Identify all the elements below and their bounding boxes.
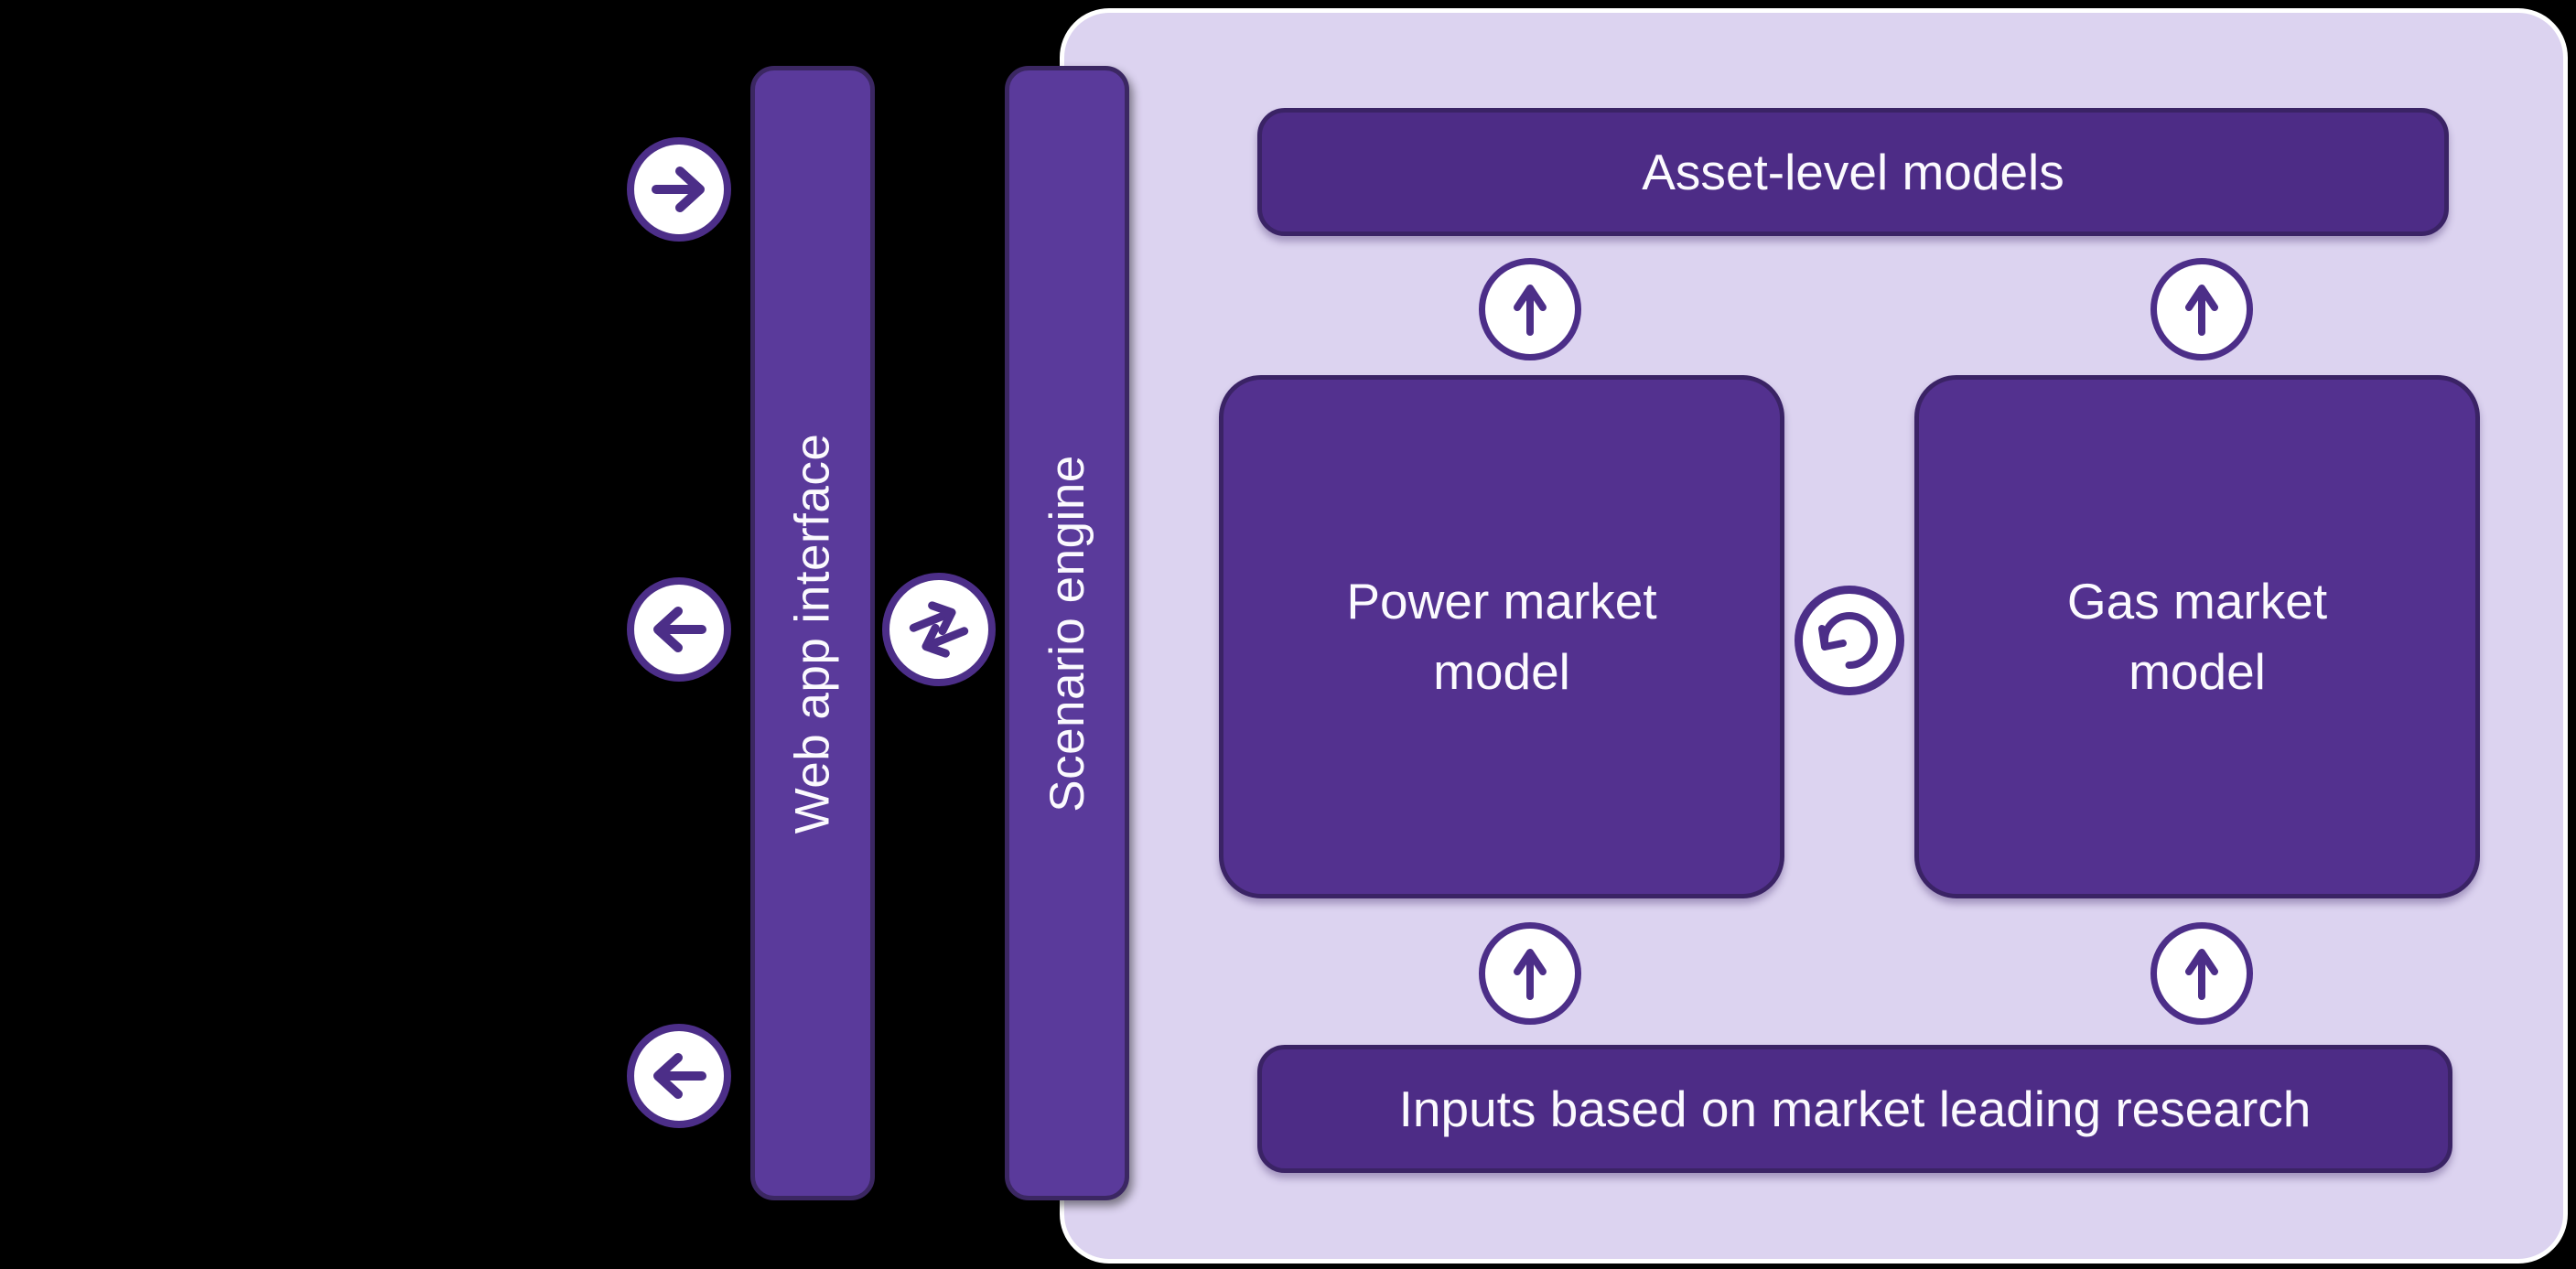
web-app-interface-label: Web app interface: [785, 433, 840, 833]
flow-out-circle-bottom: [627, 1024, 731, 1128]
up-flow-circle-inputs-to-power: [1479, 922, 1581, 1025]
inputs-research-label: Inputs based on market leading research: [1398, 1081, 2312, 1137]
scenario-engine-label: Scenario engine: [1040, 454, 1094, 812]
arrow-right-icon: [652, 167, 705, 212]
arrow-up-icon: [2185, 285, 2218, 336]
web-app-interface-bar: Web app interface: [750, 66, 875, 1200]
arrow-up-icon: [1514, 285, 1547, 336]
swap-exchange-circle: [882, 573, 996, 686]
up-flow-circle-power-to-asset: [1479, 258, 1581, 360]
scenario-engine-bar: Scenario engine: [1005, 66, 1129, 1200]
arrow-left-icon: [653, 1053, 706, 1099]
power-market-model-label: Power market model: [1346, 573, 1657, 700]
up-flow-circle-gas-to-asset: [2150, 258, 2253, 360]
power-market-model-box: Power market model: [1219, 375, 1784, 898]
asset-level-models-label: Asset-level models: [1642, 144, 2064, 200]
arrow-up-icon: [1514, 949, 1547, 1000]
cycle-arrow-icon: [1818, 612, 1878, 669]
flow-in-circle: [627, 137, 731, 242]
swap-arrows-icon: [909, 601, 969, 658]
power-gas-cycle-circle: [1795, 586, 1904, 695]
up-flow-circle-inputs-to-gas: [2150, 922, 2253, 1025]
gas-market-model-label: Gas market model: [2066, 573, 2328, 700]
gas-market-model-box: Gas market model: [1914, 375, 2480, 898]
arrow-up-icon: [2185, 949, 2218, 1000]
inputs-research-band: Inputs based on market leading research: [1257, 1045, 2452, 1173]
flow-out-circle-middle: [627, 577, 731, 682]
arrow-left-icon: [653, 607, 706, 652]
asset-level-models-band: Asset-level models: [1257, 108, 2449, 236]
